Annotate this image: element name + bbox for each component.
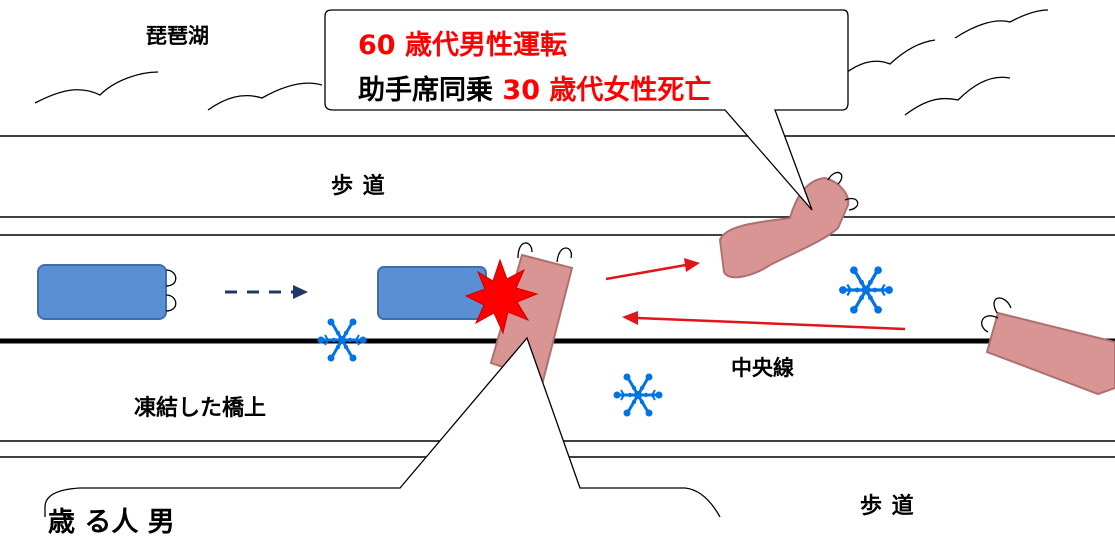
lake-waves	[34, 9, 1049, 116]
red-arrow-right	[605, 258, 700, 281]
vehicle-pink-final	[718, 171, 859, 279]
snowflake-icon	[837, 264, 895, 316]
callout-bottom-text: 歳 る人 男	[48, 507, 175, 538]
lake-label: 琵琶湖	[146, 24, 209, 48]
callout-passenger-prefix: 助手席同乗	[358, 75, 503, 106]
vehicle-blue-collision	[377, 266, 487, 320]
snowflake-icon	[612, 372, 664, 418]
sidewalk-bottom-label: 歩 道	[860, 494, 915, 519]
callout-driver-text: 60 歳代男性運転	[358, 30, 567, 61]
snowflake-icon	[316, 317, 368, 363]
collision-burst-icon	[464, 258, 539, 335]
vehicle-pink-start	[981, 297, 1115, 396]
accident-diagram	[0, 9, 1115, 517]
dashed-arrow	[225, 285, 308, 299]
frozen-bridge-label: 凍結した橋上	[134, 396, 267, 421]
center-line-label: 中央線	[731, 356, 794, 380]
callout-passenger-text: 助手席同乗 30 歳代女性死亡	[358, 68, 711, 107]
red-arrow-left	[622, 311, 906, 331]
callout-bottom-bubble	[44, 336, 721, 517]
sidewalk-top-label: 歩 道	[331, 174, 386, 199]
callout-passenger-victim: 30 歳代女性死亡	[502, 75, 712, 106]
vehicle-blue-start	[37, 264, 177, 320]
callout-top-bubble	[324, 9, 849, 211]
